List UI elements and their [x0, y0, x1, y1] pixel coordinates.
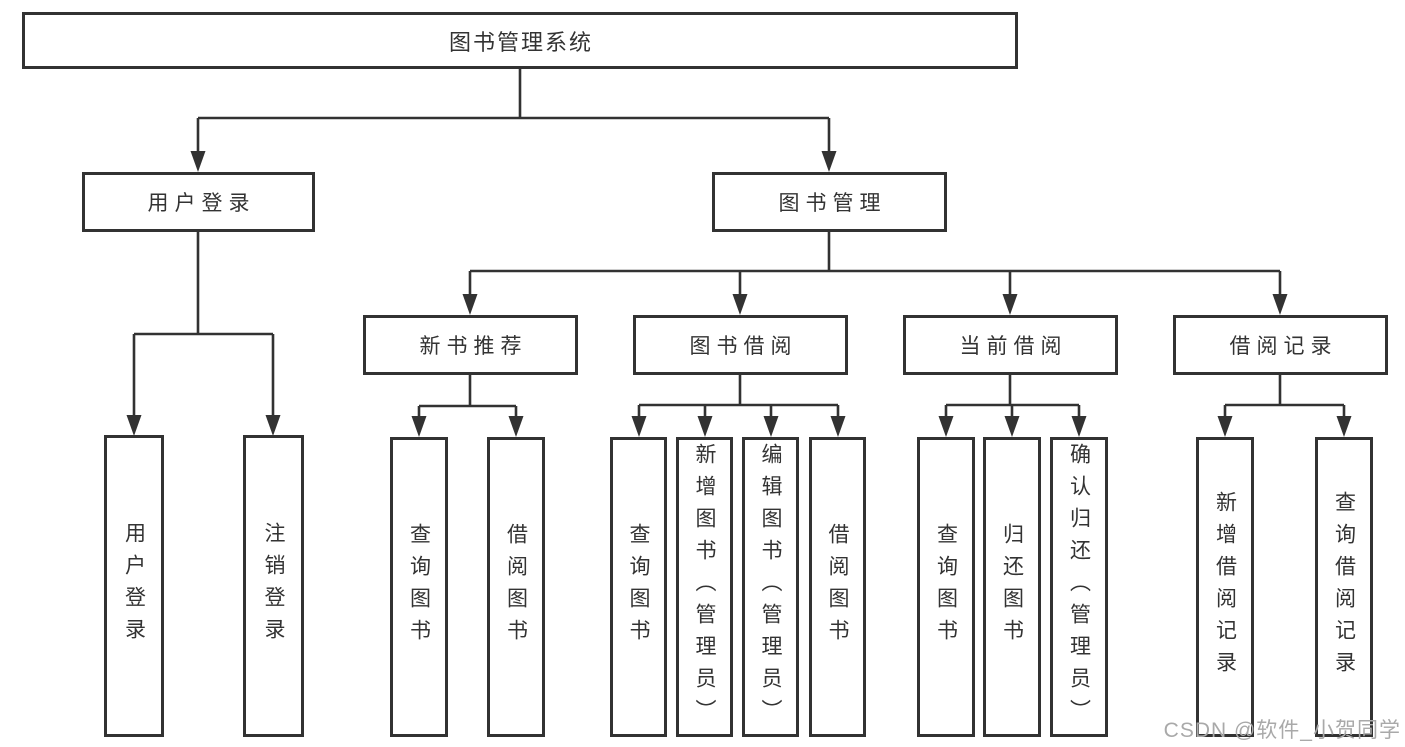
node-label: 用户登录	[122, 522, 146, 650]
leaf-query-books-recommend: 查询图书	[390, 437, 448, 737]
leaf-query-borrow-record: 查询借阅记录	[1315, 437, 1373, 737]
node-label: 查询图书	[934, 523, 958, 651]
connector-root-to-level2	[190, 68, 837, 172]
node-label: 新增图书（管理员）	[693, 443, 716, 731]
node-label: 借阅图书	[504, 523, 528, 651]
node-label: 当前借阅	[959, 335, 1068, 358]
connector-user-login-to-leaves	[126, 232, 281, 436]
csdn-watermark: CSDN @软件_小贺同学	[1163, 719, 1401, 742]
node-current-borrow: 当前借阅	[903, 315, 1118, 375]
leaf-edit-book-admin: 编辑图书（管理员）	[742, 437, 799, 737]
node-label: 用户登录	[147, 192, 256, 215]
node-new-book-recommend: 新书推荐	[363, 315, 578, 375]
node-label: 查询图书	[627, 523, 650, 651]
node-label: 图书管理	[778, 192, 887, 215]
leaf-add-borrow-record: 新增借阅记录	[1196, 437, 1254, 737]
node-label: 归还图书	[1000, 523, 1024, 651]
node-label: 确认归还（管理员）	[1067, 443, 1091, 731]
leaf-confirm-return-admin: 确认归还（管理员）	[1050, 437, 1108, 737]
leaf-borrow-books: 借阅图书	[809, 437, 866, 737]
connector-current-borrow-to-leaves	[938, 375, 1087, 437]
node-book-management-system: 图书管理系统	[22, 12, 1018, 69]
node-label: 查询借阅记录	[1332, 491, 1356, 683]
connector-book-management-to-level3	[462, 232, 1288, 315]
node-label: 借阅记录	[1229, 335, 1338, 358]
node-borrow-records: 借阅记录	[1173, 315, 1388, 375]
node-label: 图书借阅	[689, 335, 798, 358]
node-book-management: 图书管理	[712, 172, 947, 232]
node-label: 新书推荐	[419, 335, 528, 358]
node-label: 借阅图书	[826, 523, 849, 651]
node-label: 查询图书	[407, 523, 431, 651]
node-label: 新增借阅记录	[1213, 491, 1237, 683]
node-label: 注销登录	[262, 522, 285, 650]
node-book-borrow: 图书借阅	[633, 315, 848, 375]
connector-borrow-records-to-leaves	[1217, 375, 1352, 437]
node-user-login: 用户登录	[82, 172, 315, 232]
leaf-logout: 注销登录	[243, 435, 304, 737]
leaf-user-login: 用户登录	[104, 435, 164, 737]
connector-book-borrow-to-leaves	[631, 375, 846, 437]
leaf-query-books-borrow: 查询图书	[610, 437, 667, 737]
connector-new-book-recommend-to-leaves	[411, 375, 524, 437]
leaf-borrow-books-recommend: 借阅图书	[487, 437, 545, 737]
leaf-return-book: 归还图书	[983, 437, 1041, 737]
node-label: 编辑图书（管理员）	[759, 443, 782, 731]
node-label: 图书管理系统	[448, 29, 593, 55]
leaf-add-book-admin: 新增图书（管理员）	[676, 437, 733, 737]
leaf-query-books-current: 查询图书	[917, 437, 975, 737]
